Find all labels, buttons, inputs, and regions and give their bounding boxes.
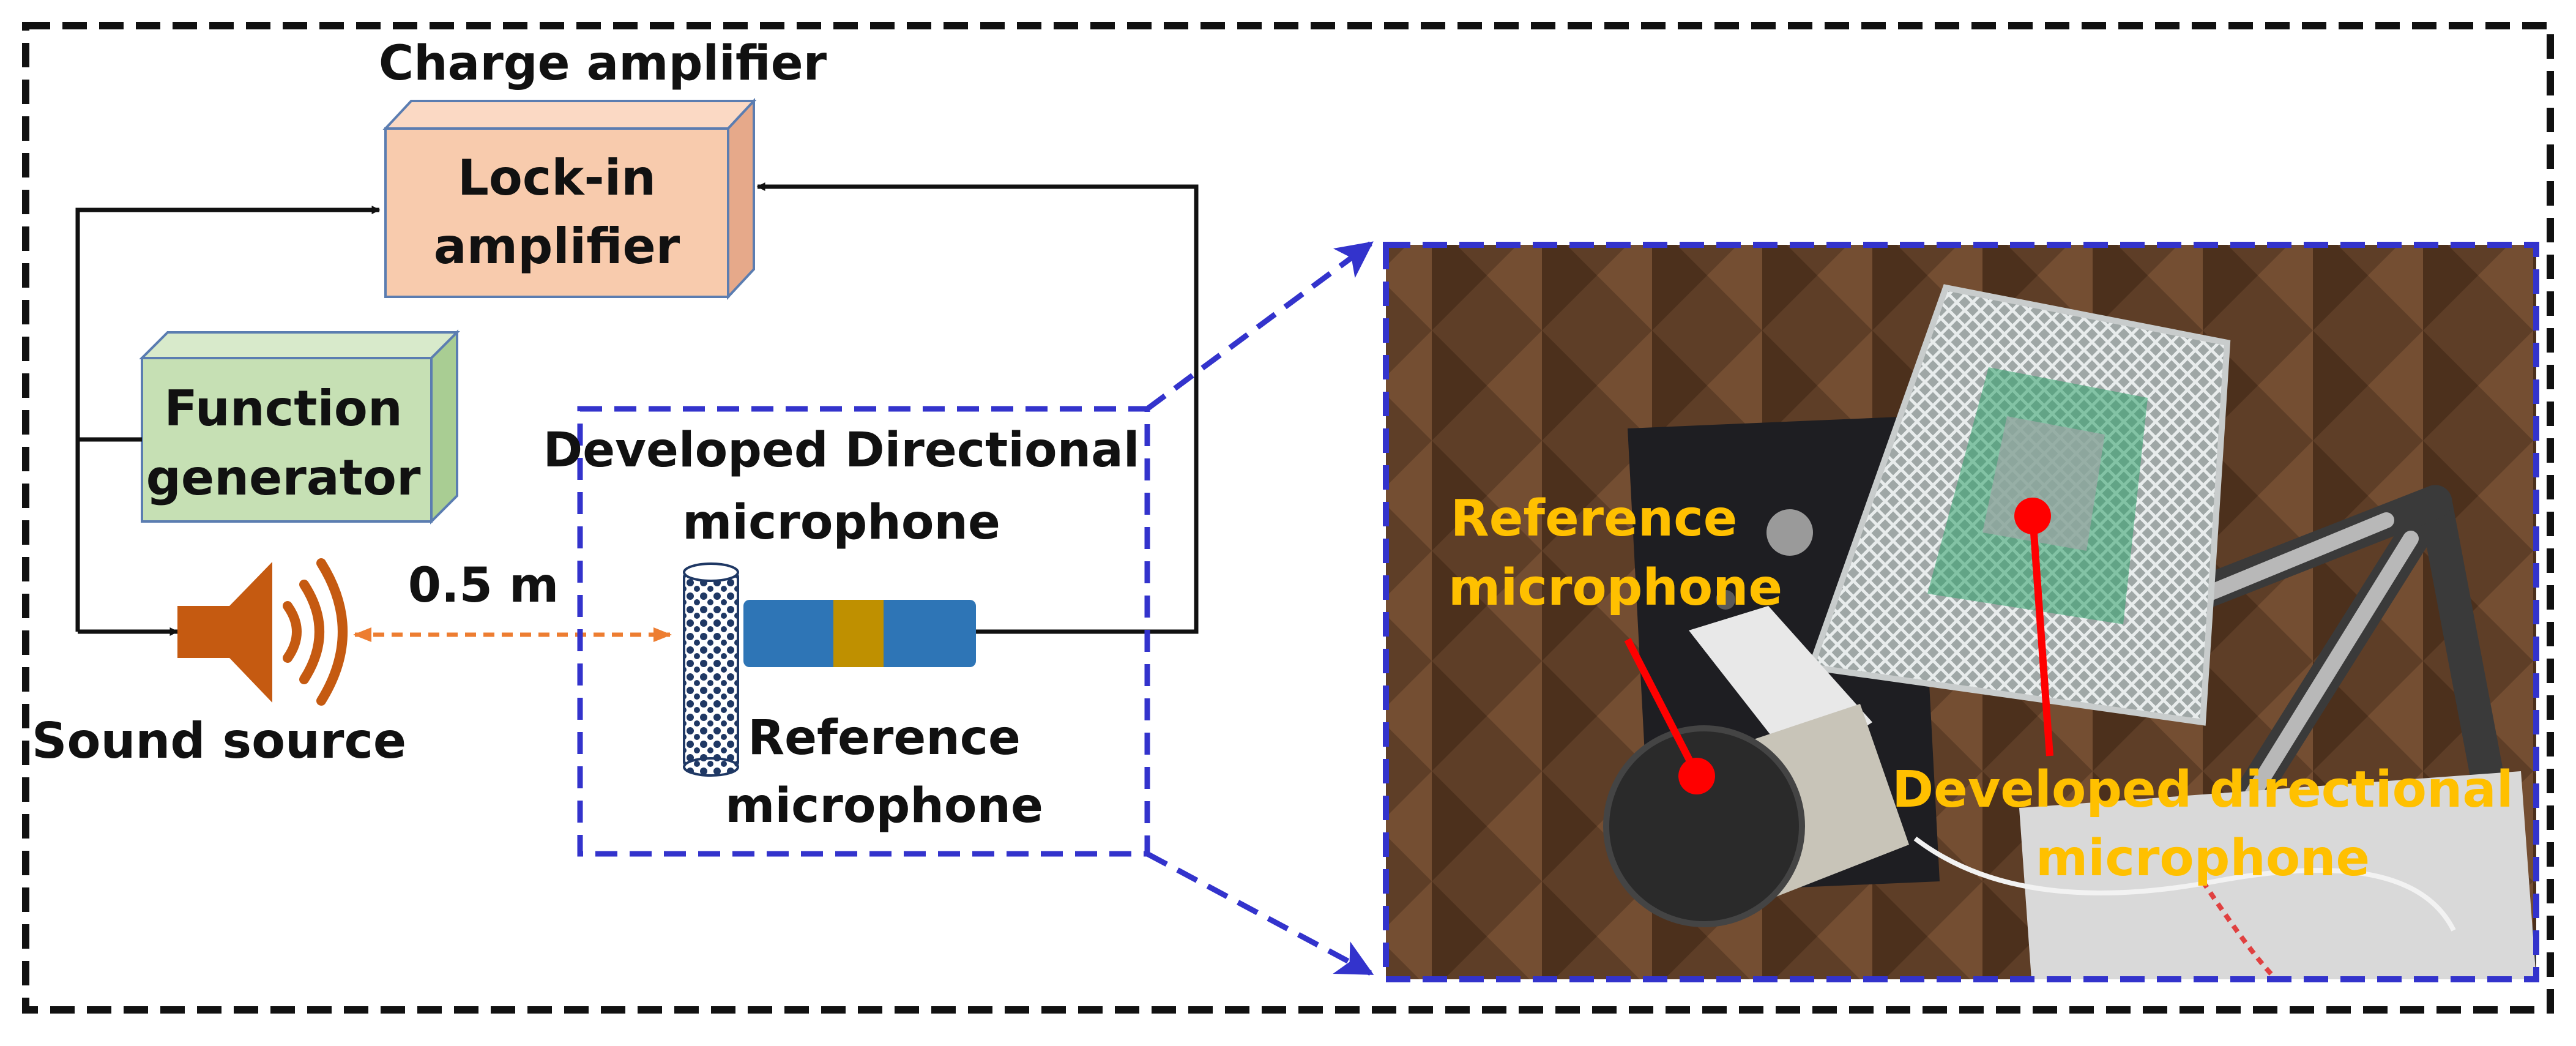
- lockin-label-line2: amplifier: [434, 218, 680, 275]
- function-gen-label-line1: Function: [164, 380, 403, 437]
- sound-source-label: Sound source: [32, 712, 406, 769]
- microphone-group-frame: [577, 406, 1150, 857]
- photo-reference-label-line2: microphone: [1448, 559, 1782, 617]
- photo-reference-pointer: [1624, 638, 1700, 776]
- function-gen-box-face: [141, 357, 433, 523]
- photo-developed-pointer: [2029, 515, 2053, 756]
- reference-microphone-icon: [743, 600, 976, 667]
- reference-mic-label-line1: Reference: [748, 711, 1021, 766]
- wire-mic-to-lockin: [756, 182, 1199, 634]
- function-gen-box-side: [430, 329, 458, 525]
- lockin-label-line1: Lock-in: [458, 149, 656, 206]
- photo-developed-label-line2: microphone: [2036, 829, 2370, 887]
- photo-developed-label-line1: Developed directional: [1892, 761, 2514, 819]
- speaker-icon: [177, 558, 348, 706]
- function-gen-label-line2: generator: [146, 449, 421, 506]
- reference-mic-label-line2: microphone: [725, 779, 1043, 834]
- developed-mic-title-line1: Developed Directional: [543, 423, 1139, 478]
- zoom-connector-bottom: [1145, 851, 1374, 976]
- function-generator-box: Function generator: [139, 329, 460, 525]
- photo-reference-pointer-dot: [1678, 758, 1715, 794]
- photo-developed-pointer-dot: [2014, 498, 2051, 534]
- photo-white-enclosure: [2019, 771, 2536, 979]
- function-gen-box-top: [139, 331, 460, 359]
- setup-photo: [1386, 245, 2536, 979]
- charge-amplifier-title: Charge amplifier: [379, 36, 827, 91]
- outer-border: [22, 22, 2554, 1014]
- photo-reference-label-line1: Reference: [1451, 490, 1738, 548]
- signal-wiring: [75, 182, 1199, 636]
- lockin-box-top: [382, 100, 757, 130]
- lockin-box-side: [727, 97, 755, 301]
- directional-microphone-icon: [683, 562, 739, 777]
- photo-reference-microphone: [1603, 606, 1909, 927]
- distance-label: 0.5 m: [408, 558, 559, 613]
- lockin-box-face: [384, 127, 729, 298]
- wire-to-lockin-reference: [75, 206, 381, 632]
- developed-mic-title-line2: microphone: [682, 495, 1000, 550]
- zoom-connector-top: [1145, 241, 1374, 411]
- photo-frame: [1383, 242, 2539, 982]
- lockin-amplifier-box: Lock-in amplifier: [382, 97, 757, 301]
